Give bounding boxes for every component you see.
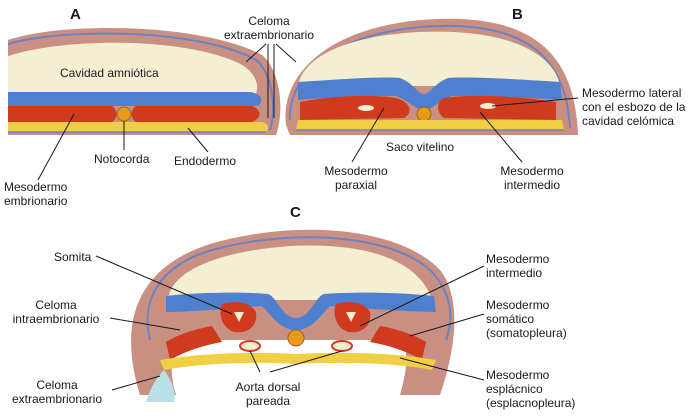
panel-label-b: B xyxy=(512,6,523,23)
label-celoma-extra-line2: extraembrionario xyxy=(214,28,324,42)
label-saco-vitelino: Saco vitelino xyxy=(386,140,454,154)
label-mesodermo-intermedio-b-line1: Mesodermo xyxy=(492,164,572,178)
label-mesodermo-embrionario-line2: embrionario xyxy=(4,194,67,208)
label-notocorda: Notocorda xyxy=(94,152,149,166)
panel-c-aorta-right xyxy=(332,341,352,351)
label-aorta-line2: pareada xyxy=(220,394,316,408)
panel-b-endoderm xyxy=(296,120,564,130)
label-mesodermo-intermedio-b: Mesodermo intermedio xyxy=(492,164,572,192)
label-mesodermo-somatico-line3: (somatopleura) xyxy=(486,326,567,340)
label-mesodermo-paraxial: Mesodermo paraxial xyxy=(316,164,396,192)
panel-a-embryo xyxy=(8,28,280,135)
panel-c-notochord xyxy=(288,330,304,346)
label-mesodermo-intermedio-b-line2: intermedio xyxy=(492,178,572,192)
label-mesodermo-somatico-line1: Mesodermo xyxy=(486,298,567,312)
label-mesodermo-esplacnico-line1: Mesodermo xyxy=(486,368,575,382)
label-mesodermo-paraxial-line1: Mesodermo xyxy=(316,164,396,178)
label-cavidad-amniotica: Cavidad amniótica xyxy=(60,66,159,80)
label-celoma-extra-c-line1: Celoma xyxy=(4,378,110,392)
panel-b-coelom-left xyxy=(358,105,374,111)
label-celoma-intra-line2: intraembrionario xyxy=(4,312,108,326)
label-mesodermo-intermedio-c-line1: Mesodermo xyxy=(486,252,549,266)
panel-b-embryo xyxy=(285,19,578,135)
panel-a-endoderm xyxy=(8,122,268,132)
panel-label-c: C xyxy=(290,204,301,221)
panel-c-embryo xyxy=(131,230,454,402)
label-celoma-extra-c-line2: extraembrionario xyxy=(4,392,110,406)
label-mesodermo-esplacnico-line2: esplácnico xyxy=(486,382,575,396)
label-mesodermo-intermedio-c: Mesodermo intermedio xyxy=(486,252,549,280)
label-mesodermo-lateral-line3: cavidad celómica xyxy=(582,114,691,128)
label-mesodermo-somatico: Mesodermo somático (somatopleura) xyxy=(486,298,567,340)
label-aorta-dorsal: Aorta dorsal pareada xyxy=(220,380,316,408)
label-mesodermo-lateral-line2: con el esbozo de la xyxy=(582,100,691,114)
panel-b-notochord xyxy=(417,107,431,121)
label-mesodermo-esplacnico: Mesodermo esplácnico (esplacnopleura) xyxy=(486,368,575,410)
panel-a-ectoderm xyxy=(8,92,261,106)
label-mesodermo-embrionario-line1: Mesodermo xyxy=(4,180,67,194)
label-aorta-line1: Aorta dorsal xyxy=(220,380,316,394)
panel-label-a: A xyxy=(70,6,81,23)
label-mesodermo-lateral: Mesodermo lateral con el esbozo de la ca… xyxy=(582,86,691,128)
label-mesodermo-lateral-line1: Mesodermo lateral xyxy=(582,86,691,100)
panel-a-mesoderm-right xyxy=(132,106,260,122)
label-mesodermo-paraxial-line2: paraxial xyxy=(316,178,396,192)
label-celoma-extraembrionario: Celoma extraembrionario xyxy=(214,14,324,42)
panel-b-mesoderm-right xyxy=(438,96,556,120)
label-mesodermo-somatico-line2: somático xyxy=(486,312,567,326)
panel-b-mesoderm-left xyxy=(300,96,410,120)
panel-c-endoderm xyxy=(160,353,436,370)
label-celoma-extra-line1: Celoma xyxy=(214,14,324,28)
label-celoma-intraembrionario: Celoma intraembrionario xyxy=(4,298,108,326)
label-somita: Somita xyxy=(54,250,91,264)
label-mesodermo-esplacnico-line3: (esplacnopleura) xyxy=(486,396,575,410)
label-endodermo: Endodermo xyxy=(174,154,236,168)
label-mesodermo-embrionario: Mesodermo embrionario xyxy=(4,180,67,208)
panel-c-aorta-left xyxy=(240,341,260,351)
panel-a-notochord xyxy=(117,107,131,121)
label-celoma-intra-line1: Celoma xyxy=(4,298,108,312)
label-celoma-extraembrionario-c: Celoma extraembrionario xyxy=(4,378,110,406)
label-mesodermo-intermedio-c-line2: intermedio xyxy=(486,266,549,280)
panel-a-mesoderm-left xyxy=(8,106,117,122)
